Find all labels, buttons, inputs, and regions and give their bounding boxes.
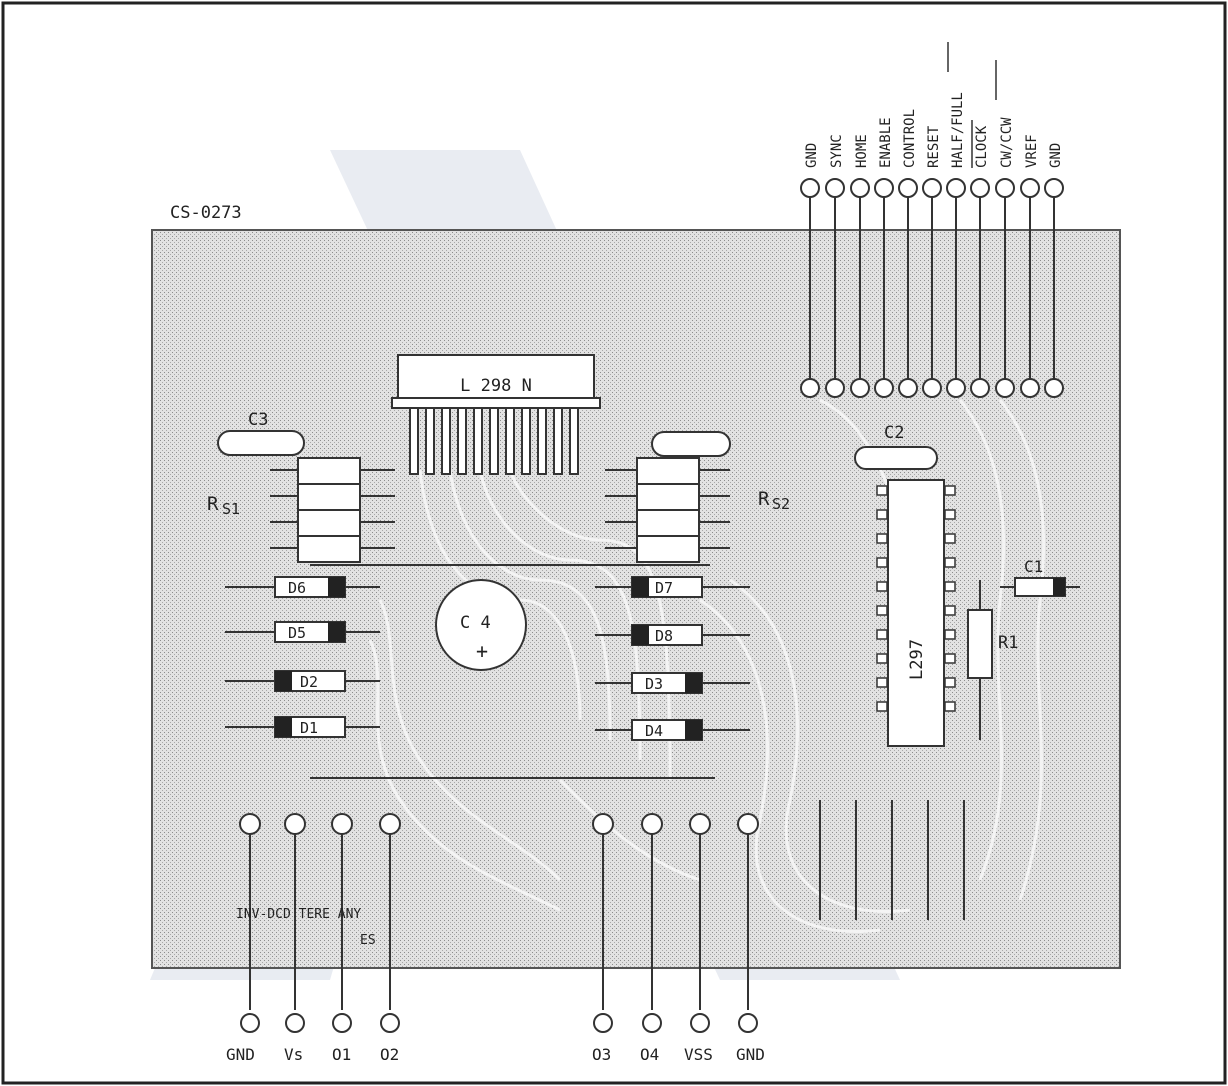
top-label-control: CONTROL <box>902 109 918 168</box>
bottom-label-vss: VSS <box>684 1045 713 1064</box>
diode-d8-label: D8 <box>655 627 673 645</box>
rs2-label-sub: S2 <box>772 495 790 513</box>
diode-d8: D8 <box>631 624 703 646</box>
right-diode-bank <box>595 586 750 731</box>
top-label-reset: RESET <box>926 125 942 168</box>
bottom-label-gnd-2: GND <box>736 1045 765 1064</box>
diode-d7: D7 <box>631 576 703 598</box>
rs2-label-main: R <box>758 488 770 510</box>
rs1-label-sub: S1 <box>222 500 240 518</box>
top-label-cw-ccw: CW/CCW <box>999 117 1015 168</box>
diode-d7-label: D7 <box>655 579 673 597</box>
top-connector-terminals <box>800 178 1064 398</box>
board-mirror-sub: ES <box>360 933 376 948</box>
diode-d5: D5 <box>274 621 346 643</box>
diode-d1-label: D1 <box>300 719 318 737</box>
top-label-gnd: GND <box>804 143 820 168</box>
l297-chip: L297 <box>876 479 956 747</box>
pcb-board <box>151 229 1121 969</box>
top-label-home: HOME <box>854 134 870 168</box>
c2-label: C2 <box>884 423 904 443</box>
r1-label: R1 <box>998 633 1018 653</box>
bottom-label-o4: O4 <box>640 1045 659 1064</box>
left-diode-bank <box>225 586 380 728</box>
c4-polarity: + <box>476 639 488 663</box>
r1-resistor: R1 <box>967 580 1018 740</box>
bus-lines <box>310 564 715 779</box>
top-label-sync: SYNC <box>829 134 845 168</box>
rs1-label-main: R <box>207 493 219 515</box>
c3-label: C3 <box>248 410 268 430</box>
diode-d2-label: D2 <box>300 673 318 691</box>
copper-traces <box>368 398 1046 933</box>
diode-d1: D1 <box>274 716 346 738</box>
diode-d4-label: D4 <box>645 722 663 740</box>
overbar-marks <box>947 42 997 168</box>
top-label-clock: CLOCK <box>974 125 990 168</box>
c2-capacitor: C2 <box>854 423 938 470</box>
bottom-left-connector: GND Vs O1 O2 <box>226 813 401 1064</box>
l298n-chip: L 298 N <box>391 354 601 475</box>
top-label-half-full: HALF/FULL <box>950 92 966 168</box>
diode-d5-label: D5 <box>288 624 306 642</box>
board-mirror-text: INV-DCD TERE ANY <box>236 907 361 922</box>
top-label-vref: VREF <box>1024 134 1040 168</box>
bottom-right-traces <box>819 800 965 920</box>
diode-d6-label: D6 <box>288 579 306 597</box>
c4-label: C 4 <box>460 613 491 633</box>
diode-d3: D3 <box>631 672 703 694</box>
bottom-right-connector: O3 O4 VSS GND <box>592 813 765 1064</box>
bottom-label-o2: O2 <box>380 1045 399 1064</box>
top-connector-wires <box>809 196 1055 380</box>
c4-capacitor: C 4 + <box>435 579 527 671</box>
c1-capacitor: C1 <box>1000 557 1080 597</box>
top-label-gnd-2: GND <box>1048 143 1064 168</box>
l297-label: L297 <box>907 639 927 680</box>
bottom-label-gnd: GND <box>226 1045 255 1064</box>
c3-capacitor: C3 <box>217 410 305 456</box>
top-connector-labels: GND SYNC HOME ENABLE CONTROL RESET HALF/… <box>804 92 1064 168</box>
diode-d3-label: D3 <box>645 675 663 693</box>
top-label-enable: ENABLE <box>878 117 894 168</box>
bottom-label-o3: O3 <box>592 1045 611 1064</box>
l298n-label: L 298 N <box>460 376 532 396</box>
bottom-label-vs: Vs <box>284 1045 303 1064</box>
rs1-resistor-bank: R S1 <box>207 457 395 563</box>
diode-d4: D4 <box>631 719 703 741</box>
bottom-label-o1: O1 <box>332 1045 351 1064</box>
c1-label: C1 <box>1024 557 1043 576</box>
rs2-resistor-bank: R S2 <box>605 431 790 563</box>
diode-d6: D6 <box>274 576 346 598</box>
board-code: CS-0273 <box>170 203 242 223</box>
diode-d2: D2 <box>274 670 346 692</box>
